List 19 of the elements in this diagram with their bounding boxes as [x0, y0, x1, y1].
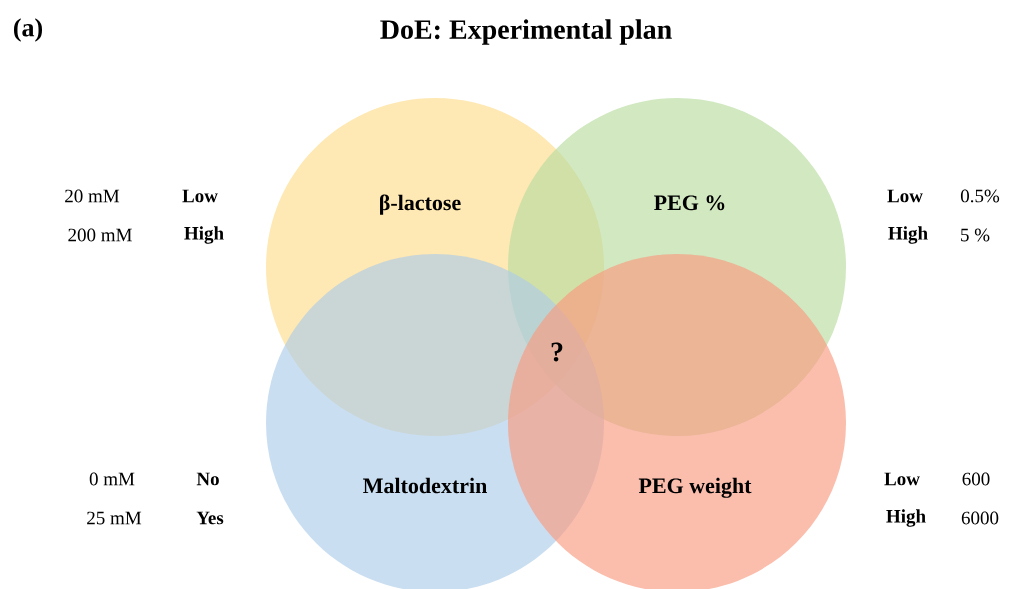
level-text: High: [184, 226, 224, 244]
level-text: Yes: [196, 511, 224, 525]
level-text: No: [196, 472, 219, 486]
value-text: 5 %: [961, 228, 990, 242]
value-text: 20 mM: [65, 189, 120, 203]
level-text: Low: [884, 472, 920, 486]
title: DoE: Experimental plan: [380, 19, 672, 45]
level-text: High: [888, 226, 928, 244]
question-mark: ?: [551, 342, 563, 362]
value-text: 0.5%: [960, 189, 1000, 203]
value-text: 600: [962, 472, 990, 486]
value-text: 25 mM: [87, 511, 142, 525]
level-text: High: [886, 509, 926, 527]
level-text: Low: [182, 189, 218, 203]
value-text: 6000: [961, 511, 999, 525]
level-text: Low: [887, 189, 923, 203]
panel-label: (a): [14, 18, 42, 42]
value-text: 0 mM: [89, 472, 135, 486]
value-text: 200 mM: [68, 228, 132, 242]
